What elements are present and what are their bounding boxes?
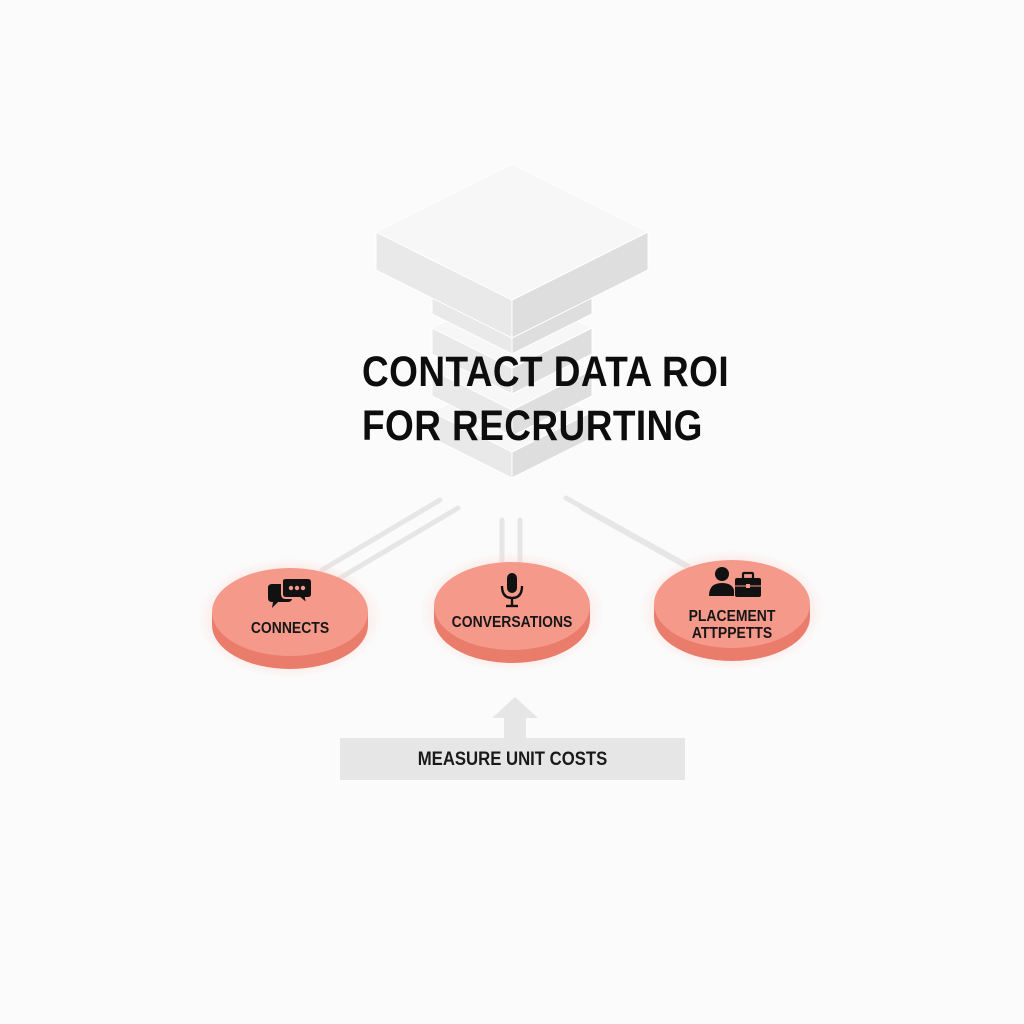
- node-connects: CONNECTS: [218, 620, 362, 637]
- microphone-icon: [500, 573, 524, 608]
- node-discs: [198, 550, 824, 678]
- measure-label: MEASURE UNIT COSTS: [417, 749, 608, 770]
- person-briefcase-icon: [709, 567, 761, 597]
- connector-lines: [319, 495, 703, 583]
- connector-left-a: [319, 497, 443, 573]
- node-conversations-label: CONVERSATIONS: [451, 614, 573, 631]
- node-disc-placement: [640, 550, 824, 670]
- node-disc-connects: [198, 558, 382, 678]
- measure-box: MEASURE UNIT COSTS: [340, 738, 685, 780]
- stack-slab-right-1: [511, 369, 593, 437]
- stack-top-face: [374, 163, 650, 301]
- chat-bubbles-icon: [268, 578, 313, 608]
- up-arrow-icon: [492, 697, 538, 740]
- node-conversations: CONVERSATIONS: [440, 614, 584, 631]
- node-disc-face: [654, 560, 810, 648]
- node-placement-label-line-1: PLACEMENT: [688, 608, 776, 625]
- node-disc-conversations: [420, 552, 604, 672]
- connector-left-b: [337, 505, 461, 581]
- diagram-title-line-2: FOR RECRURTING: [362, 402, 703, 450]
- stack-slab-right-2: [511, 327, 593, 395]
- diagram-title-line-1: CONTACT DATA ROI: [362, 348, 730, 396]
- isometric-block-stack: [374, 163, 650, 479]
- node-placement-label-line-2: ATTPPETTS: [691, 625, 773, 642]
- node-disc-face: [212, 568, 368, 656]
- node-connects-label: CONNECTS: [250, 620, 330, 637]
- stack-slab-right-0: [511, 411, 593, 479]
- node-placement: PLACEMENT ATTPPETTS: [660, 608, 804, 642]
